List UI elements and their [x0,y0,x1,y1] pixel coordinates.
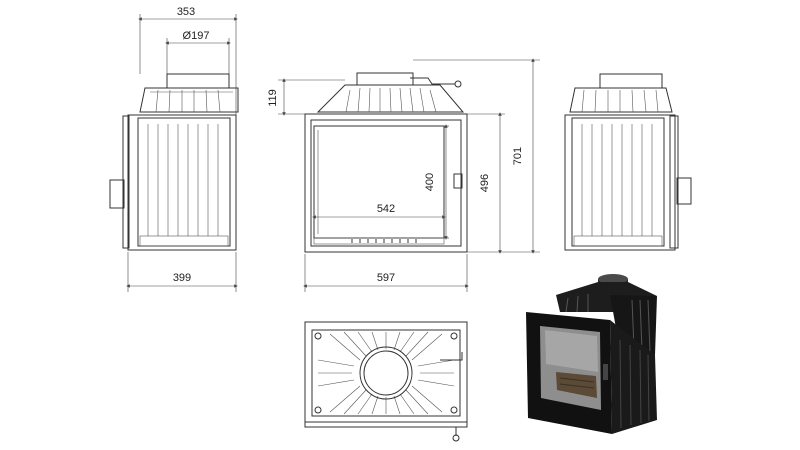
3d-side-ribs [619,339,650,429]
dim-353-label: 353 [177,6,195,18]
dim-496-label: 496 [479,174,491,192]
dim-701-label: 701 [512,147,524,165]
3d-render [526,274,657,434]
dim-diameter-label: Ø197 [183,30,210,42]
dim-542-label: 542 [377,203,395,215]
dim-400-label: 400 [424,173,436,191]
dim-399-label: 399 [173,272,191,284]
left-dimensions: 353 Ø197 399 [126,6,238,292]
right-top-fins [581,89,659,113]
right-side-view [564,73,692,251]
dim-119-label: 119 [267,89,279,107]
3d-hood-fins [565,294,651,353]
front-view [304,72,468,253]
left-top-fins [155,89,221,113]
front-vent-slots [351,239,417,243]
right-body-ribs [581,124,653,236]
front-dimensions: 119 400 496 701 542 597 [267,58,540,292]
left-side-view [109,73,239,251]
top-view [304,321,468,442]
top-fins [317,331,455,415]
left-body-ribs [147,124,219,236]
dim-597-label: 597 [377,272,395,284]
front-hood-fins [345,87,437,113]
